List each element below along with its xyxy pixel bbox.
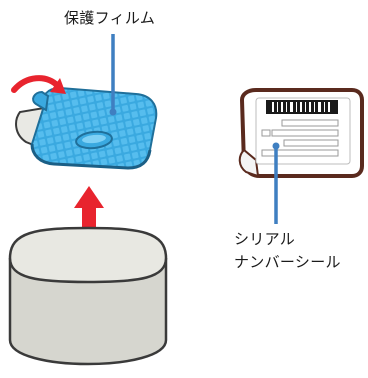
serial-number-label: シリアル ナンバーシール bbox=[234, 228, 341, 274]
callout-dot-film bbox=[109, 108, 117, 116]
serial-number-sticker bbox=[238, 88, 364, 178]
protective-film-label: 保護フィルム bbox=[64, 9, 156, 27]
protective-film bbox=[30, 86, 158, 170]
barcode-icon bbox=[266, 100, 338, 114]
serial-label-line2: ナンバーシール bbox=[234, 253, 341, 271]
up-arrow-icon bbox=[74, 186, 104, 230]
serial-label-line1: シリアル bbox=[234, 230, 296, 248]
curved-arrow-icon bbox=[11, 75, 66, 94]
device-cylinder bbox=[8, 226, 168, 366]
